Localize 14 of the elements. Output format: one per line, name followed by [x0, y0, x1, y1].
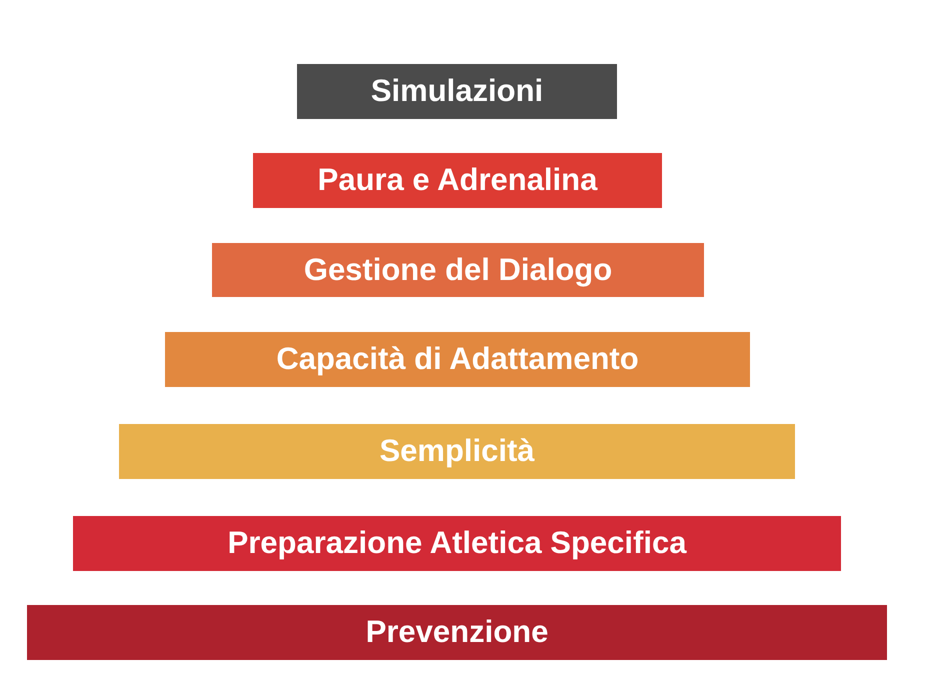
- level-label: Prevenzione: [366, 615, 548, 650]
- pyramid-level: [73, 516, 841, 571]
- pyramid-level: [253, 153, 662, 208]
- level-label: Simulazioni: [370, 74, 544, 109]
- level-label: Paura e Adrenalina: [318, 163, 598, 198]
- level-label: Capacità di Adattamento: [276, 342, 639, 377]
- pyramid-level: [297, 64, 617, 119]
- pyramid-level: [212, 243, 704, 297]
- level-label: Gestione del Dialogo: [304, 252, 612, 288]
- pyramid-level: [27, 605, 887, 660]
- pyramid-level: [119, 424, 795, 479]
- pyramid-level: [165, 332, 750, 387]
- level-label: Semplicità: [379, 434, 535, 469]
- level-label: Preparazione Atletica Specifica: [228, 526, 686, 561]
